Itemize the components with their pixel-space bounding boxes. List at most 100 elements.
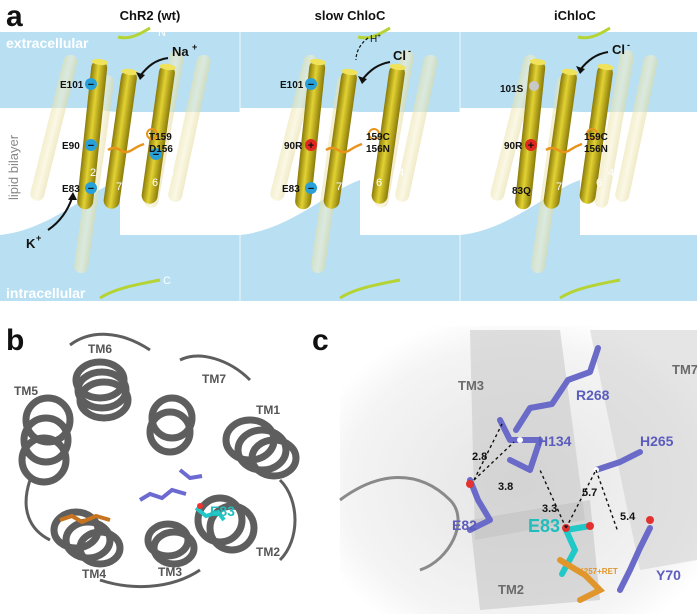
cl-ion-label: Cl [612, 42, 625, 57]
e83-marker [85, 182, 97, 194]
residue-label: E83 [62, 184, 80, 195]
proton-arrow [355, 37, 369, 61]
helix-number: 5 [208, 177, 214, 189]
helix-number: 7 [116, 181, 122, 193]
panel-a: extracellular intracellular lipid bilaye… [0, 8, 697, 301]
intracellular-band [0, 235, 697, 301]
helix-number: 7 [556, 181, 562, 193]
ichloc-helices: + 101S 90R 83Q 159C 156N 1 2 7 3 6 4 5 C… [490, 26, 658, 300]
n-terminus-label: N [158, 27, 166, 39]
helix-number: 3 [350, 167, 356, 179]
residue-label: H265 [640, 433, 674, 449]
helix-pale [168, 54, 211, 202]
helix-number: 3 [128, 167, 134, 179]
tm-label: TM2 [498, 582, 524, 597]
k257-stick [557, 557, 606, 603]
panel-c: TM7 TM3 TM2 R268 H134 H265 E82 E83 Y70 K… [339, 326, 697, 614]
e83-label-b: E83 [210, 503, 235, 519]
c-terminus [99, 278, 161, 300]
residue-label: 156N [366, 144, 390, 155]
tm-label: TM5 [14, 384, 38, 398]
residue-label: 159C [366, 132, 390, 143]
svg-text:+: + [528, 140, 534, 152]
tm5-coil [18, 394, 74, 486]
na-ion-charge: + [192, 42, 197, 52]
svg-text:−: − [308, 183, 314, 195]
tm-label: TM3 [458, 378, 484, 393]
helix-number: 5 [426, 177, 432, 189]
na-ion-label: Na [172, 44, 189, 59]
residue-label: 83Q [512, 186, 531, 197]
residue-label: 90R [284, 141, 303, 152]
helix-number: 2 [316, 167, 322, 179]
tm-label: TM3 [158, 565, 182, 579]
tm-label: TM4 [82, 567, 106, 581]
helix-2 [77, 58, 108, 210]
n-terminus [117, 26, 151, 40]
residue-label: E83 [282, 184, 300, 195]
c-terminus-label: C [163, 275, 171, 287]
tm3-helix [470, 330, 585, 540]
y70-stick [617, 525, 653, 593]
h265-stick [593, 449, 643, 473]
tm7-coil [146, 394, 196, 456]
k-ion-label: K [26, 236, 36, 251]
r90-marker [305, 139, 317, 151]
t159-ring [146, 128, 158, 140]
lipid-bilayer-label: lipid bilayer [6, 134, 21, 200]
e83-label-c: E83 [528, 516, 560, 536]
helix-number: 2 [90, 167, 96, 179]
residues-b [138, 487, 187, 502]
helix-number: 6 [152, 177, 158, 189]
retinal-b [59, 513, 111, 525]
tm-label: TM6 [88, 342, 112, 356]
helix-number: 4 [608, 167, 614, 179]
svg-text:−: − [153, 149, 159, 161]
tm6-coil [72, 358, 132, 422]
tm-label: TM7 [202, 372, 226, 386]
cl-ion-charge: - [627, 40, 630, 50]
svg-text:−: − [308, 79, 314, 91]
helix-number: 5 [648, 177, 654, 189]
tm-label: TM2 [256, 545, 280, 559]
residue-label: 159C [584, 132, 608, 143]
cl-ion-charge: - [408, 46, 411, 56]
residue-label: 101S [500, 84, 524, 95]
panel-a-letter: a [6, 0, 23, 33]
helix-number: 1 [512, 167, 518, 179]
distance-label: 5.7 [582, 487, 597, 499]
residue-label: E101 [280, 80, 304, 91]
r268-stick [513, 345, 601, 433]
residue-label: H134 [538, 433, 572, 449]
svg-text:−: − [88, 79, 94, 91]
e82-stick [467, 477, 493, 533]
tm1-coil [222, 416, 300, 480]
cl-ion-label: Cl [393, 48, 406, 63]
tm4-coil [50, 508, 124, 568]
residue-label: E101 [60, 80, 84, 91]
panel-b-labels: TM6 TM5 TM7 TM1 TM2 TM3 TM4 E83 [14, 342, 280, 581]
column-title-chr2: ChR2 (wt) [120, 8, 181, 23]
column-title-ichloc: iChloC [554, 8, 596, 23]
residue-label: E90 [62, 141, 80, 152]
helix-number: 3 [570, 167, 576, 179]
slow-chloc-helices: − + − E101 90R E83 159C 156N 1 2 7 3 6 4… [270, 26, 438, 300]
tm-label: TM1 [256, 403, 280, 417]
cl-arrow [361, 61, 391, 81]
helix-number: 4 [398, 167, 404, 179]
helix-number: 1 [64, 167, 70, 179]
helix-number: 4 [168, 167, 174, 179]
helix-pale [30, 54, 78, 201]
helix-number: 2 [536, 167, 542, 179]
na-arrow [139, 57, 169, 77]
distance-label: 2.8 [472, 451, 487, 463]
helix-4 [141, 63, 176, 204]
residue-label: 90R [504, 141, 523, 152]
cofactor-label: K257+RET [578, 567, 618, 576]
residue-label: T159 [149, 132, 172, 143]
tm7-helix [590, 330, 697, 570]
e83-b [194, 506, 226, 522]
helix-number: 7 [336, 181, 342, 193]
extracellular-label: extracellular [6, 35, 89, 51]
